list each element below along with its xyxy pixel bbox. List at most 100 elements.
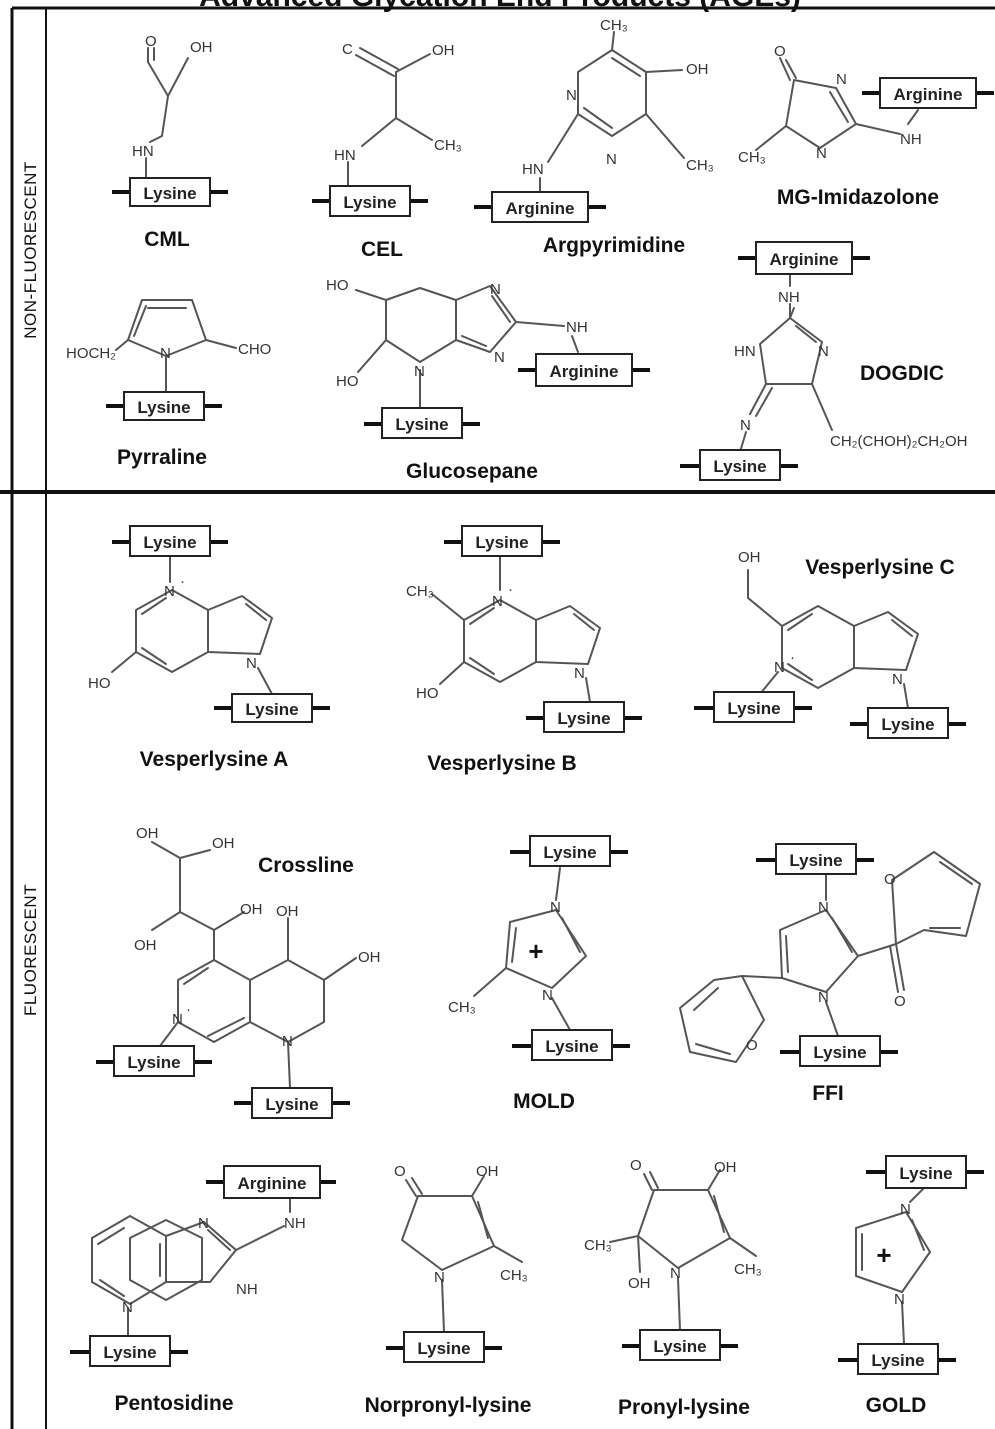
svg-text:Lysine: Lysine (475, 533, 528, 552)
svg-text:CH₃: CH₃ (734, 1261, 762, 1278)
svg-text:HO: HO (336, 373, 359, 390)
compound-name-vesperlysine-b: Vesperlysine B (427, 752, 576, 775)
svg-text:Arginine: Arginine (770, 250, 839, 269)
compound-name-ffi: FFI (812, 1082, 844, 1105)
section-label-fluorescent: FLUORESCENT (21, 884, 40, 1016)
residue-box-lysine: Lysine (444, 525, 560, 557)
svg-text:Lysine: Lysine (127, 1053, 180, 1072)
svg-text:N: N (492, 593, 503, 610)
svg-text:Arginine: Arginine (550, 362, 619, 381)
svg-text:CH₃: CH₃ (406, 583, 434, 600)
svg-text:N: N (160, 345, 171, 362)
svg-text:OH: OH (276, 903, 299, 920)
svg-text:N: N (172, 1011, 183, 1028)
svg-text:N: N (670, 1265, 681, 1282)
svg-text:O: O (394, 1163, 406, 1180)
svg-text:N: N (122, 1299, 133, 1316)
compound-name-glucosepane: Glucosepane (406, 460, 538, 483)
svg-text:N: N (434, 1269, 445, 1286)
svg-text:Lysine: Lysine (137, 398, 190, 417)
svg-text:OH: OH (432, 42, 455, 59)
compound-name-dogdic: DOGDIC (860, 362, 944, 385)
svg-text:Lysine: Lysine (727, 699, 780, 718)
compound-name-vesperlysine-a: Vesperlysine A (140, 748, 289, 771)
structure-ffi: N N O O O Lysine Lysine FFI (679, 843, 981, 1105)
structure-vesperlysine-c: OH N · N Lysine Lysine Vesperlysine C (694, 549, 966, 739)
svg-text:N: N (836, 71, 847, 88)
svg-text:N: N (282, 1033, 293, 1050)
residue-box-lysine: Lysine (512, 1029, 630, 1061)
svg-text:N: N (198, 1215, 209, 1232)
residue-box-lysine: Lysine (526, 701, 642, 733)
svg-text:N: N (606, 151, 617, 168)
compound-name-pyrraline: Pyrraline (117, 446, 207, 469)
residue-box-lysine: Lysine (112, 177, 228, 207)
structure-gold: + N N Lysine Lysine GOLD (838, 1155, 984, 1417)
svg-text:Lysine: Lysine (899, 1164, 952, 1183)
svg-text:CH₂(CHOH)₂CH₂OH: CH₂(CHOH)₂CH₂OH (830, 433, 967, 450)
svg-text:N: N (894, 1291, 905, 1308)
residue-box-arginine: Arginine (474, 191, 606, 223)
svg-text:Arginine: Arginine (506, 199, 575, 218)
residue-box-lysine: Lysine (756, 843, 874, 875)
structure-cel: C OH CH₃ HN Lysine CEL (312, 41, 462, 261)
compound-name-cml: CML (144, 228, 190, 251)
residue-box-lysine: Lysine (694, 691, 812, 723)
structure-glucosepane: HO HO N N N NH Arginine Lysine Glucosepa… (326, 277, 650, 483)
svg-text:O: O (630, 1157, 642, 1174)
svg-text:Lysine: Lysine (143, 533, 196, 552)
residue-box-lysine: Lysine (866, 1155, 984, 1189)
svg-text:O: O (145, 33, 157, 50)
svg-text:NH: NH (236, 1281, 258, 1298)
svg-text:OH: OH (136, 825, 159, 842)
svg-text:Lysine: Lysine (789, 851, 842, 870)
svg-text:N: N (774, 659, 785, 676)
svg-text:HOCH₂: HOCH₂ (66, 345, 116, 362)
residue-box-lysine: Lysine (214, 693, 330, 723)
structure-pentosidine: N NH NH N Arginine Lysine Pentosidine (70, 1165, 336, 1415)
svg-text:OH: OH (190, 39, 213, 56)
svg-text:Lysine: Lysine (245, 700, 298, 719)
svg-text:N: N (740, 417, 751, 434)
svg-text:Lysine: Lysine (545, 1037, 598, 1056)
svg-text:HO: HO (88, 675, 111, 692)
residue-box-lysine: Lysine (680, 449, 798, 481)
svg-text:Arginine: Arginine (894, 85, 963, 104)
svg-text:CH₃: CH₃ (738, 149, 766, 166)
svg-text:CH₃: CH₃ (448, 999, 476, 1016)
svg-text:Lysine: Lysine (557, 709, 610, 728)
compound-name-gold: GOLD (866, 1394, 927, 1417)
svg-text:Lysine: Lysine (813, 1043, 866, 1062)
svg-text:N: N (490, 281, 501, 298)
residue-box-lysine: Lysine (838, 1343, 956, 1375)
svg-text:N: N (566, 87, 577, 104)
svg-text:OH: OH (134, 937, 157, 954)
svg-text:N: N (818, 899, 829, 916)
svg-text:HN: HN (734, 343, 756, 360)
svg-text:OH: OH (686, 61, 709, 78)
svg-text:Lysine: Lysine (103, 1343, 156, 1362)
compound-name-crossline: Crossline (258, 854, 354, 877)
structure-vesperlysine-b: N · N CH₃ HO Lysine Lysine Vesperlysine … (406, 525, 642, 775)
svg-text:O: O (774, 43, 786, 60)
svg-text:Lysine: Lysine (653, 1337, 706, 1356)
structure-argpyrimidine: CH₃ OH CH₃ N N HN Arginine Argpyrimidine (474, 17, 714, 257)
structure-mold: + N N CH₃ Lysine Lysine MOLD (448, 835, 630, 1113)
svg-text:Lysine: Lysine (543, 843, 596, 862)
svg-text:CHO: CHO (238, 341, 271, 358)
svg-text:NH: NH (284, 1215, 306, 1232)
svg-text:C: C (342, 41, 353, 58)
structure-pyrraline: HOCH₂ CHO N Lysine Pyrraline (66, 299, 271, 469)
svg-text:CH₃: CH₃ (600, 17, 628, 34)
svg-text:HN: HN (132, 143, 154, 160)
svg-text:+: + (876, 1240, 891, 1270)
svg-text:Lysine: Lysine (713, 457, 766, 476)
svg-text:N: N (818, 343, 829, 360)
svg-text:OH: OH (714, 1159, 737, 1176)
svg-text:Lysine: Lysine (417, 1339, 470, 1358)
svg-text:N: N (818, 989, 829, 1006)
compound-name-mg-imidazolone: MG-Imidazolone (777, 186, 939, 209)
residue-box-arginine: Arginine (738, 241, 870, 275)
svg-text:HN: HN (334, 147, 356, 164)
